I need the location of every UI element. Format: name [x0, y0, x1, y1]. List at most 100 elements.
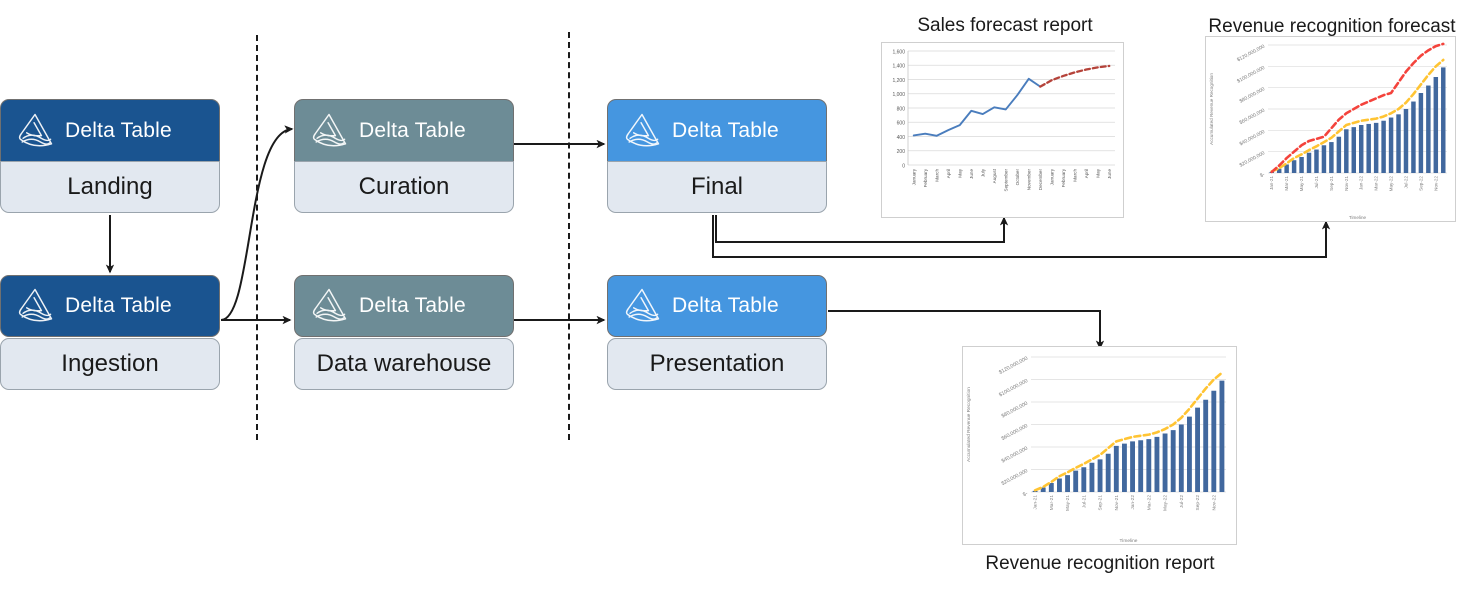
svg-text:Nov-22: Nov-22: [1211, 495, 1217, 511]
svg-text:December: December: [1038, 169, 1043, 191]
svg-text:June: June: [1107, 169, 1112, 179]
svg-text:Jul-21: Jul-21: [1081, 495, 1087, 508]
stage-divider-1: [256, 35, 258, 440]
delta-lake-logo-icon: [625, 113, 660, 146]
svg-text:Sep-22: Sep-22: [1195, 495, 1201, 511]
svg-text:Jan-22: Jan-22: [1359, 176, 1364, 190]
svg-text:$80,000,000: $80,000,000: [1001, 401, 1029, 420]
node-final-label: Final: [607, 161, 827, 213]
svg-text:May: May: [957, 168, 962, 177]
node-data-warehouse[interactable]: Delta Table Data warehouse: [294, 275, 514, 390]
svg-text:November: November: [1026, 169, 1031, 191]
node-final[interactable]: Delta Table Final: [607, 99, 827, 213]
svg-text:Accumulated Revenue Recognitio: Accumulated Revenue Recognition: [1209, 73, 1214, 145]
revenue-report-chart[interactable]: $- $20,000,000 $40,000,000 $60,000,000 $80,0…: [962, 346, 1237, 545]
node-presentation[interactable]: Delta Table Presentation: [607, 275, 827, 390]
node-final-header: Delta Table: [607, 99, 827, 161]
node-ingestion[interactable]: Delta Table Ingestion: [0, 275, 220, 390]
delta-lake-logo-icon: [18, 288, 53, 322]
node-data-warehouse-caption: Delta Table: [359, 294, 466, 317]
node-data-warehouse-label: Data warehouse: [294, 338, 514, 390]
svg-text:January: January: [1049, 168, 1054, 185]
svg-text:Mar-21: Mar-21: [1049, 495, 1055, 511]
svg-text:0: 0: [902, 163, 905, 169]
svg-text:800: 800: [897, 106, 906, 112]
svg-text:Jul-22: Jul-22: [1403, 176, 1408, 189]
svg-text:1,000: 1,000: [892, 92, 905, 98]
svg-text:July: July: [980, 168, 985, 177]
node-ingestion-header: Delta Table: [0, 275, 220, 337]
svg-text:600: 600: [897, 121, 906, 127]
svg-text:$60,000,000: $60,000,000: [1239, 108, 1267, 126]
svg-text:400: 400: [897, 135, 906, 141]
svg-text:1,600: 1,600: [892, 49, 905, 55]
node-curation-label: Curation: [294, 161, 514, 213]
svg-text:Sep-21: Sep-21: [1098, 495, 1104, 511]
svg-text:$100,000,000: $100,000,000: [998, 378, 1029, 398]
svg-text:Mar-22: Mar-22: [1146, 495, 1152, 511]
revenue-report-title: Revenue recognition report: [985, 553, 1215, 574]
svg-text:Jan-21: Jan-21: [1033, 495, 1039, 510]
node-curation[interactable]: Delta Table Curation: [294, 99, 514, 213]
svg-text:$20,000,000: $20,000,000: [1239, 150, 1267, 168]
svg-text:$60,000,000: $60,000,000: [1001, 423, 1029, 442]
delta-lake-logo-icon: [312, 113, 347, 146]
node-landing-label: Landing: [0, 161, 220, 213]
svg-text:Timeline: Timeline: [1349, 215, 1367, 220]
svg-text:Mar-22: Mar-22: [1374, 176, 1379, 191]
node-landing[interactable]: Delta Table Landing: [0, 99, 220, 213]
svg-text:May: May: [1095, 168, 1100, 177]
delta-lake-logo-icon: [625, 288, 660, 322]
node-curation-header: Delta Table: [294, 99, 514, 161]
svg-text:May-21: May-21: [1299, 176, 1304, 192]
svg-text:May-22: May-22: [1389, 176, 1394, 192]
svg-text:200: 200: [897, 149, 906, 155]
svg-text:Nov-21: Nov-21: [1344, 176, 1349, 191]
svg-text:March: March: [934, 169, 939, 182]
svg-text:February: February: [923, 168, 928, 187]
svg-text:Timeline: Timeline: [1120, 538, 1138, 544]
svg-text:Jul-22: Jul-22: [1179, 495, 1185, 508]
svg-text:Jul-21: Jul-21: [1314, 176, 1319, 189]
svg-text:May-22: May-22: [1163, 495, 1169, 511]
node-presentation-caption: Delta Table: [672, 294, 779, 317]
svg-text:Nov-21: Nov-21: [1114, 495, 1120, 511]
svg-text:1,400: 1,400: [892, 64, 905, 70]
svg-text:April: April: [1084, 169, 1089, 178]
svg-text:January: January: [911, 168, 916, 185]
svg-text:Nov-22: Nov-22: [1433, 176, 1438, 191]
svg-text:$20,000,000: $20,000,000: [1001, 468, 1029, 487]
node-curation-caption: Delta Table: [359, 118, 466, 142]
node-final-caption: Delta Table: [672, 118, 779, 142]
svg-text:August: August: [992, 168, 997, 183]
node-presentation-label: Presentation: [607, 338, 827, 390]
revenue-forecast-title: Revenue recognition forecast: [1208, 16, 1456, 37]
svg-text:$40,000,000: $40,000,000: [1001, 446, 1029, 465]
node-ingestion-label: Ingestion: [0, 338, 220, 390]
svg-text:$-: $-: [1022, 491, 1029, 499]
svg-text:October: October: [1015, 169, 1020, 186]
svg-text:Mar-21: Mar-21: [1284, 176, 1289, 191]
stage-divider-2: [568, 32, 570, 440]
svg-text:$-: $-: [1259, 172, 1266, 180]
delta-lake-logo-icon: [312, 288, 347, 322]
node-data-warehouse-header: Delta Table: [294, 275, 514, 337]
svg-text:Jan-22: Jan-22: [1130, 495, 1136, 510]
svg-text:May-21: May-21: [1065, 495, 1071, 511]
svg-text:February: February: [1061, 168, 1066, 187]
svg-text:$120,000,000: $120,000,000: [1236, 44, 1266, 64]
svg-text:1,200: 1,200: [892, 78, 905, 84]
node-ingestion-caption: Delta Table: [65, 294, 172, 317]
svg-text:$100,000,000: $100,000,000: [1236, 65, 1266, 85]
node-landing-caption: Delta Table: [65, 118, 172, 142]
node-landing-header: Delta Table: [0, 99, 220, 161]
connector-final-to-sales-forecast: [715, 215, 1009, 243]
svg-text:April: April: [946, 169, 951, 178]
svg-text:Accumulated Revenue Recognitio: Accumulated Revenue Recognition: [966, 387, 972, 462]
svg-text:Sep-21: Sep-21: [1329, 176, 1334, 191]
svg-text:$80,000,000: $80,000,000: [1239, 86, 1267, 104]
svg-text:$120,000,000: $120,000,000: [998, 356, 1029, 376]
revenue-forecast-chart[interactable]: $-$20,000,000$40,000,000$60,000,000$80,0…: [1205, 36, 1456, 222]
svg-text:September: September: [1003, 169, 1008, 192]
